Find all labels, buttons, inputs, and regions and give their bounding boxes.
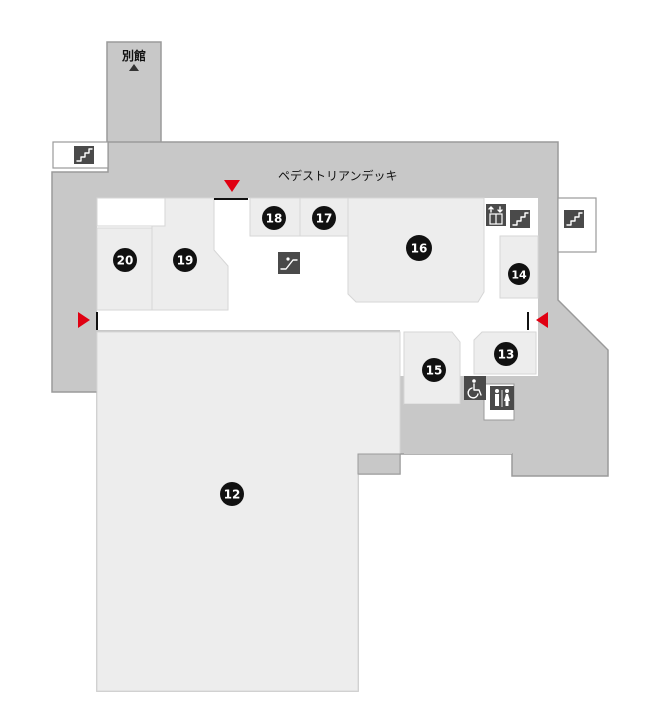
annex-label: 別館 <box>121 48 146 63</box>
shop-18-badge[interactable]: 18 <box>262 206 286 230</box>
shop-number-label: 17 <box>316 212 333 226</box>
shop-19-badge[interactable]: 19 <box>173 248 197 272</box>
entrance-arrow-icon <box>536 312 548 328</box>
restroom-icon <box>490 386 514 410</box>
badge-circle <box>113 248 137 272</box>
shop-number-label: 13 <box>498 348 515 362</box>
badge-circle <box>262 206 286 230</box>
room-top-left <box>96 197 166 227</box>
badge-circle <box>508 263 530 285</box>
deck-label: ペデストリアンデッキ <box>278 168 398 183</box>
badge-circle <box>422 358 446 382</box>
badge-circle <box>173 248 197 272</box>
annex-connector <box>106 41 162 147</box>
shop-number-label: 16 <box>411 242 428 256</box>
badge-circle <box>312 206 336 230</box>
stairs-icon <box>74 146 94 164</box>
shop-number-label: 18 <box>266 212 283 226</box>
shop-16-badge[interactable]: 16 <box>406 235 432 261</box>
shop-17-badge[interactable]: 17 <box>312 206 336 230</box>
entrance-arrow-icon <box>78 312 90 328</box>
annex-direction-icon <box>129 64 139 71</box>
entrance-arrow-icon <box>224 180 240 192</box>
wheelchair-icon <box>464 376 486 400</box>
shop-13-badge[interactable]: 13 <box>494 342 518 366</box>
service-area-small <box>357 453 401 475</box>
badge-circle <box>406 235 432 261</box>
shop-14-badge[interactable]: 14 <box>508 263 530 285</box>
stairs-icon <box>510 210 530 228</box>
stairs-icon <box>564 210 584 228</box>
elevator-icon <box>486 204 506 226</box>
shop-number-label: 14 <box>511 269 527 282</box>
escalator-icon <box>278 252 300 274</box>
shop-number-label: 12 <box>224 488 241 502</box>
shop-number-label: 20 <box>117 254 134 268</box>
shop-number-label: 19 <box>177 254 194 268</box>
shop-20-badge[interactable]: 20 <box>113 248 137 272</box>
shop-15-badge[interactable]: 15 <box>422 358 446 382</box>
badge-circle <box>220 482 244 506</box>
shop-12[interactable] <box>96 331 401 692</box>
shop-12-badge[interactable]: 12 <box>220 482 244 506</box>
badge-circle <box>494 342 518 366</box>
shop-number-label: 15 <box>426 364 443 378</box>
